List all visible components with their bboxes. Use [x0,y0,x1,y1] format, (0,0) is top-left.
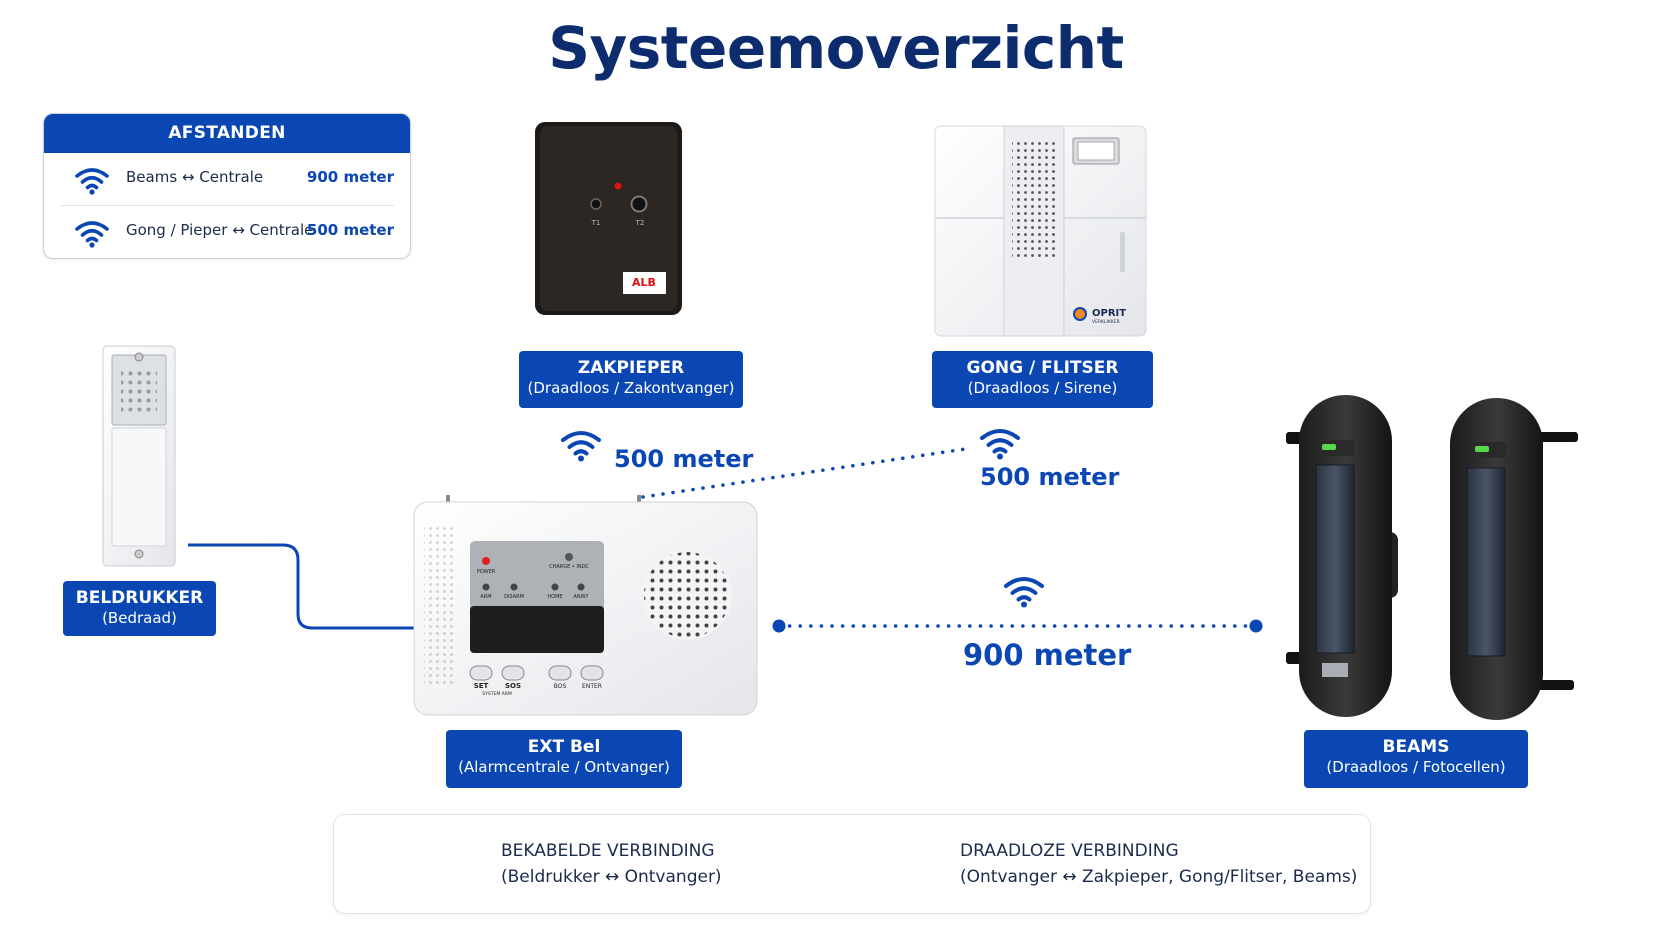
ext-bel-panel-label: CHARGE • INDC [549,564,589,570]
legend-wired: BEKABELDE VERBINDING (Beldrukker ↔ Ontva… [501,838,722,890]
beam-sensor-right [1450,398,1578,720]
zakpieper-label: ZAKPIEPER (Draadloos / Zakontvanger) [519,351,743,408]
ext-bel-key-label: BOS [554,683,567,690]
beldrukker-device [102,345,176,567]
zakpieper-button-label: T1 [591,219,601,227]
zakpieper-device: T1 T2 ALB [535,122,682,315]
distances-panel: AFSTANDEN Beams ↔ Centrale 900 meter Gon… [43,113,411,259]
distance-label: Beams ↔ Centrale [126,168,264,186]
wifi-icon [1004,577,1044,608]
legend-wired-subtitle: (Beldrukker ↔ Ontvanger) [501,867,722,887]
device-name: EXT Bel [527,737,601,757]
distance-row-beams: Beams ↔ Centrale 900 meter [60,153,394,205]
ext-bel-key-label: SET [474,682,489,690]
distances-header: AFSTANDEN [44,114,410,153]
page-title: Systeemoverzicht [548,14,1124,82]
legend-wired-title: BEKABELDE VERBINDING [501,841,715,861]
distance-value: 900 meter [306,168,394,186]
wifi-icon [75,221,109,248]
connection-endpoint [772,619,786,633]
beams-distance: 900 meter [963,638,1132,672]
device-name: BEAMS [1382,737,1450,757]
legend-wireless-subtitle: (Ontvanger ↔ Zakpieper, Gong/Flitser, Be… [960,867,1358,887]
gong-label: GONG / FLITSER (Draadloos / Sirene) [932,351,1153,408]
wifi-icon [980,429,1020,460]
ext-bel-panel-label: DISARM [504,594,524,600]
ext-bel-device: POWER CHARGE • INDC ARM DISARM HOME ANWY… [413,495,758,716]
wifi-icon [561,431,601,462]
ext-bel-key-label: ENTER [582,683,602,690]
gong-device: OPRIT VERKLIKKER [934,125,1147,337]
beam-sensor-left [1286,395,1398,717]
ext-bel-panel-label: ARM [480,594,491,600]
ext-bel-key-sub: SYSTEM ARM [482,691,512,697]
device-description: (Draadloos / Sirene) [967,379,1118,397]
distance-label: Gong / Pieper ↔ Centrale [126,221,314,239]
legend: BEKABELDE VERBINDING (Beldrukker ↔ Ontva… [333,814,1371,914]
device-description: (Bedraad) [102,609,177,627]
ext-bel-panel-label: ANWY [573,594,589,600]
distance-value: 500 meter [306,221,394,239]
device-name: ZAKPIEPER [577,358,685,378]
gong-distance: 500 meter [980,463,1120,491]
gong-brand-sub: VERKLIKKER [1092,319,1120,325]
connection-endpoint [1249,619,1263,633]
gong-brand-logo: OPRIT [1092,308,1126,319]
beams-label: BEAMS (Draadloos / Fotocellen) [1304,730,1528,788]
distance-row-gong: Gong / Pieper ↔ Centrale 500 meter [60,205,394,257]
zakpieper-brand-logo: ALB [632,276,656,289]
ext-bel-panel-label: HOME [547,594,562,600]
wifi-icon [75,168,109,195]
device-description: (Alarmcentrale / Ontvanger) [458,758,670,776]
legend-wireless: DRAADLOZE VERBINDING (Ontvanger ↔ Zakpie… [960,838,1357,890]
ext-bel-key-label: SOS [505,682,521,690]
ext-bel-keypad: SET SOS BOS ENTER SYSTEM ARM [469,665,604,697]
zakpieper-distance: 500 meter [614,445,754,473]
wired-connection-line [188,543,414,630]
legend-wireless-title: DRAADLOZE VERBINDING [960,841,1179,861]
device-name: GONG / FLITSER [966,358,1119,378]
zakpieper-button-label: T2 [635,219,645,227]
ext-bel-panel-label: POWER [477,569,496,575]
beldrukker-label: BELDRUKKER (Bedraad) [63,581,216,636]
device-description: (Draadloos / Zakontvanger) [527,379,735,397]
device-name: BELDRUKKER [75,588,204,608]
ext-bel-label: EXT Bel (Alarmcentrale / Ontvanger) [446,730,682,788]
device-description: (Draadloos / Fotocellen) [1326,758,1506,776]
